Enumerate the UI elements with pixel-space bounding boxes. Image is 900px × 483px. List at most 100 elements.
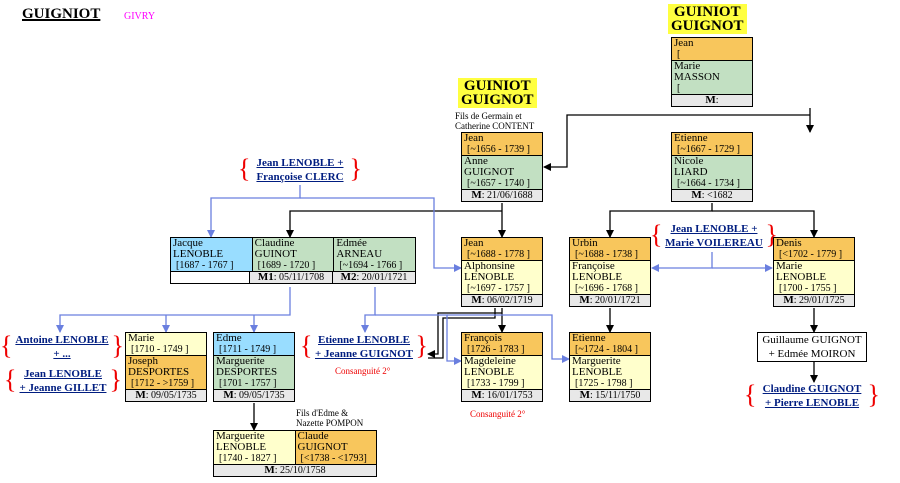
connector <box>375 314 462 365</box>
marriage-row: M: 21/06/1688 <box>462 190 542 201</box>
marriage-label: M <box>691 190 702 201</box>
brace-left-icon: { <box>0 331 13 360</box>
link-line: + Jeanne GILLET <box>14 381 112 395</box>
person-card[interactable]: Denis[<1702 - 1779 ] <box>774 238 854 261</box>
person-card-name: Jean <box>464 133 484 144</box>
family-link[interactable]: Jean LENOBLE + <box>256 157 344 169</box>
person-card-name: Claudine <box>254 238 295 249</box>
family-link[interactable]: Jean LENOBLE + <box>670 223 758 235</box>
marriage-date: : 16/01/1753 <box>481 390 533 401</box>
person-card-name: Jean <box>674 38 694 49</box>
person-card[interactable]: Jean[ <box>672 38 752 61</box>
person-card[interactable]: Urbin[~1688 - 1738 ] <box>570 238 650 261</box>
marriage-label: M2 <box>340 272 357 283</box>
person-card-dates: [1701 - 1757 ] <box>219 378 277 389</box>
marriage-label: M <box>579 295 590 306</box>
link-group: {}Jean LENOBLE +Françoise CLERC <box>238 154 362 184</box>
person-card[interactable]: François[1726 - 1783 ] <box>462 333 542 356</box>
brace-right-icon: } <box>867 380 880 409</box>
person-card-name: Marie <box>674 61 701 72</box>
link-line: + Jeanne GUIGNOT <box>310 347 418 361</box>
link-line: Jean LENOBLE + <box>248 156 352 170</box>
couple-line: + Edmée MOIRON <box>768 348 856 360</box>
marriage-date: : <box>715 95 719 106</box>
link-line: Etienne LENOBLE <box>310 333 418 347</box>
marriage-label: M <box>471 390 482 401</box>
person-card-name: Alphonsine <box>464 261 515 272</box>
link-line: + Pierre LENOBLE <box>754 396 870 410</box>
couple-box-plain: Guillaume GUIGNOT+ Edmée MOIRON <box>757 332 867 362</box>
family-link[interactable]: + Jeanne GUIGNOT <box>315 348 413 360</box>
marriage-row: M: 20/01/1721 <box>570 295 650 306</box>
person-card-dates: [1687 - 1767 ] <box>176 260 234 271</box>
marriage-label: M <box>783 295 794 306</box>
person-card-dates: [1725 - 1798 ] <box>575 378 633 389</box>
person-card[interactable]: Jean[~1688 - 1778 ] <box>462 238 542 261</box>
connector <box>427 312 502 358</box>
person-card-name: MASSON <box>674 71 720 83</box>
family-link[interactable]: + Pierre LENOBLE <box>764 397 860 409</box>
person-card-dates: [1733 - 1799 ] <box>467 378 525 389</box>
person-card-name: LIARD <box>674 166 708 178</box>
marriage-date: : 09/05/1735 <box>233 390 285 401</box>
family-link[interactable]: Claudine GUIGNOT <box>762 383 862 395</box>
person-card-dates: [~1657 - 1740 ] <box>467 178 530 189</box>
person-card[interactable]: Marie[1710 - 1749 ] <box>126 333 206 356</box>
family-link[interactable]: Marie VOILEREAU <box>665 237 763 249</box>
person-card-dates: [~1656 - 1739 ] <box>467 144 530 155</box>
person-card-dates: [ <box>677 49 681 60</box>
marriage-date: : 25/10/1758 <box>274 465 326 476</box>
person-card[interactable]: Jean[~1656 - 1739 ] <box>462 133 542 156</box>
marriage-row: M: 09/05/1735 <box>126 390 206 401</box>
family-link[interactable]: + ... <box>53 348 71 360</box>
person-card-name: GUIGNOT <box>464 166 515 178</box>
person-card[interactable]: Etienne[~1667 - 1729 ] <box>672 133 752 156</box>
person-card-dates: [1700 - 1755 ] <box>779 283 837 294</box>
consanguinity-note: Consanguité 2° <box>335 366 391 376</box>
note-line: Fils d'Edme & <box>296 408 349 418</box>
person-card-dates: [1689 - 1720 ] <box>257 260 316 271</box>
family-link[interactable]: + Jeanne GILLET <box>19 382 107 394</box>
person-card-dates: [~1724 - 1804 ] <box>575 344 638 355</box>
person-card[interactable]: Etienne[~1724 - 1804 ] <box>570 333 650 356</box>
family-link[interactable]: Jean LENOBLE <box>24 368 102 380</box>
family-link[interactable]: Françoise CLERC <box>256 171 344 183</box>
person-card-name: Marie <box>128 333 155 344</box>
person-card-dates: [1712 - >1759 ] <box>131 378 195 389</box>
family-link[interactable]: Antoine LENOBLE <box>15 334 109 346</box>
marriage-row: M: 29/01/1725 <box>774 295 854 306</box>
brace-right-icon: } <box>109 365 122 394</box>
person-card-dates: [~1694 - 1766 ] <box>339 260 403 271</box>
family-link[interactable]: Etienne LENOBLE <box>318 334 410 346</box>
person-card-name: LENOBLE <box>572 366 623 378</box>
person-card[interactable]: Edme[1711 - 1749 ] <box>214 333 294 356</box>
person-card-name: Marie <box>776 261 803 272</box>
place-label: GIVRY <box>124 11 156 22</box>
person-card-name: LENOBLE <box>464 271 515 283</box>
connector <box>286 210 502 238</box>
person-card-name: Nicole <box>674 156 704 167</box>
person-card-dates: [<1702 - 1779 ] <box>779 249 843 260</box>
